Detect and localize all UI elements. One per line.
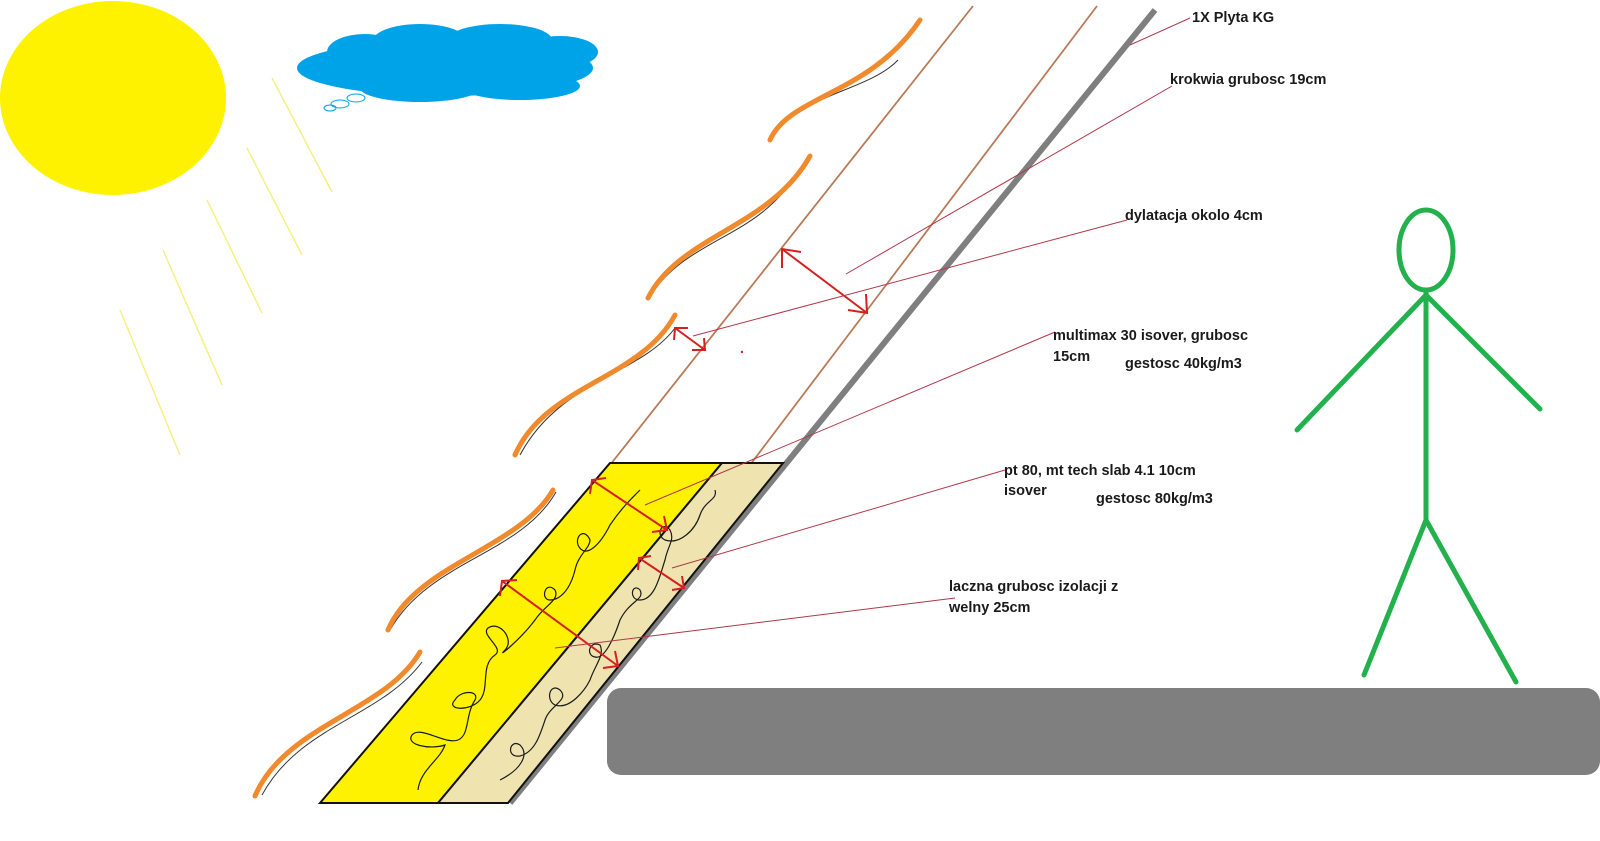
label-pt80-density: gestosc 80kg/m3: [1096, 491, 1213, 507]
leader-lines: [554, 17, 1191, 649]
heat-wave-1: [767, 17, 923, 143]
wool-layer-beige: [435, 462, 786, 804]
label-board: 1X Plyta KG: [1192, 10, 1274, 26]
label-pt80-line1: pt 80, mt tech slab 4.1 10cm: [1004, 463, 1196, 479]
label-multimax-line1: multimax 30 isover, grubosc: [1053, 328, 1248, 344]
gap-arrow: [674, 327, 706, 351]
label-multimax-density: gestosc 40kg/m3: [1125, 356, 1242, 372]
label-total-line2: welny 25cm: [948, 600, 1030, 616]
plasterboard-line: [507, 8, 1158, 805]
floor-slab: [607, 688, 1600, 775]
label-multimax-line2: 15cm: [1053, 349, 1090, 365]
heat-waves: [252, 17, 923, 799]
dimension-arrows: [499, 247, 869, 669]
heat-wave-3: [512, 312, 678, 458]
label-gap: dylatacja okolo 4cm: [1125, 208, 1263, 224]
stick-figure-icon: [1294, 207, 1543, 685]
heat-wave-4: [385, 487, 556, 633]
pt80-thickness-arrow: [638, 557, 685, 589]
sun-icon: [0, 1, 226, 195]
red-dot: [740, 350, 744, 354]
heat-wave-5: [252, 649, 423, 799]
multimax-thickness-arrow: [591, 479, 668, 531]
sun-rays: [119, 77, 333, 456]
total-thickness-arrow: [501, 580, 619, 667]
heat-wave-2: [645, 153, 813, 301]
cloud-icon: [297, 24, 598, 112]
label-total-line1: laczna grubosc izolacji z: [949, 579, 1118, 595]
label-rafter: krokwia grubosc 19cm: [1170, 72, 1326, 88]
rafter-bottom-line: [749, 5, 1098, 466]
label-pt80-line2: isover: [1004, 483, 1047, 499]
rafter-top-line: [609, 5, 974, 466]
rafter-thickness-arrow: [781, 248, 868, 314]
